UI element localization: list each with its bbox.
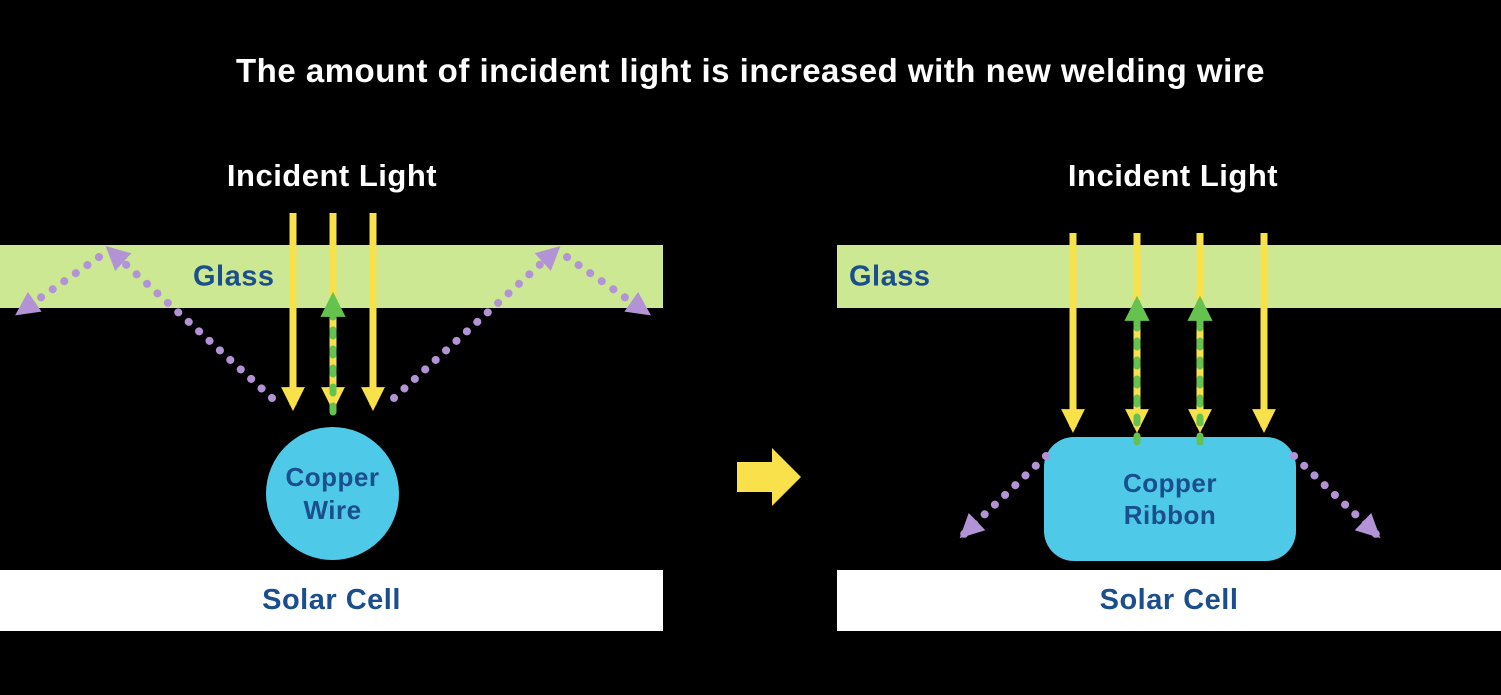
copper-wire-label-line1: Copper bbox=[285, 462, 380, 492]
copper-wire-label-line2: Wire bbox=[303, 494, 362, 525]
copper-ribbon-label-line2: Ribbon bbox=[1123, 500, 1217, 530]
copper-wire-shape: Copper Wire bbox=[266, 427, 399, 560]
scattered-ray-ribbon-left-icon bbox=[959, 452, 1050, 539]
glass-layer-right: Glass bbox=[837, 245, 1501, 308]
glass-label-left: Glass bbox=[193, 260, 275, 292]
solar-cell-label-right: Solar Cell bbox=[1099, 584, 1239, 616]
copper-ribbon-shape: Copper Ribbon bbox=[1044, 437, 1296, 561]
solar-cell-left: Solar Cell bbox=[0, 570, 663, 631]
copper-wire-label: Copper Wire bbox=[286, 461, 380, 526]
glass-layer-left: Glass bbox=[0, 245, 663, 308]
copper-ribbon-label-line1: Copper bbox=[1123, 467, 1217, 498]
scattered-ray-ribbon-right-icon bbox=[1290, 452, 1381, 539]
transition-arrow-icon bbox=[737, 448, 801, 506]
incident-light-label-right: Incident Light bbox=[1067, 158, 1279, 193]
glass-label-right: Glass bbox=[849, 260, 931, 292]
copper-ribbon-label: Copper Ribbon bbox=[1123, 467, 1217, 532]
solar-cell-label-left: Solar Cell bbox=[262, 584, 401, 616]
diagram-title: The amount of incident light is increase… bbox=[236, 52, 1265, 89]
incident-light-label-left: Incident Light bbox=[226, 158, 438, 193]
solar-cell-right: Solar Cell bbox=[837, 570, 1501, 631]
